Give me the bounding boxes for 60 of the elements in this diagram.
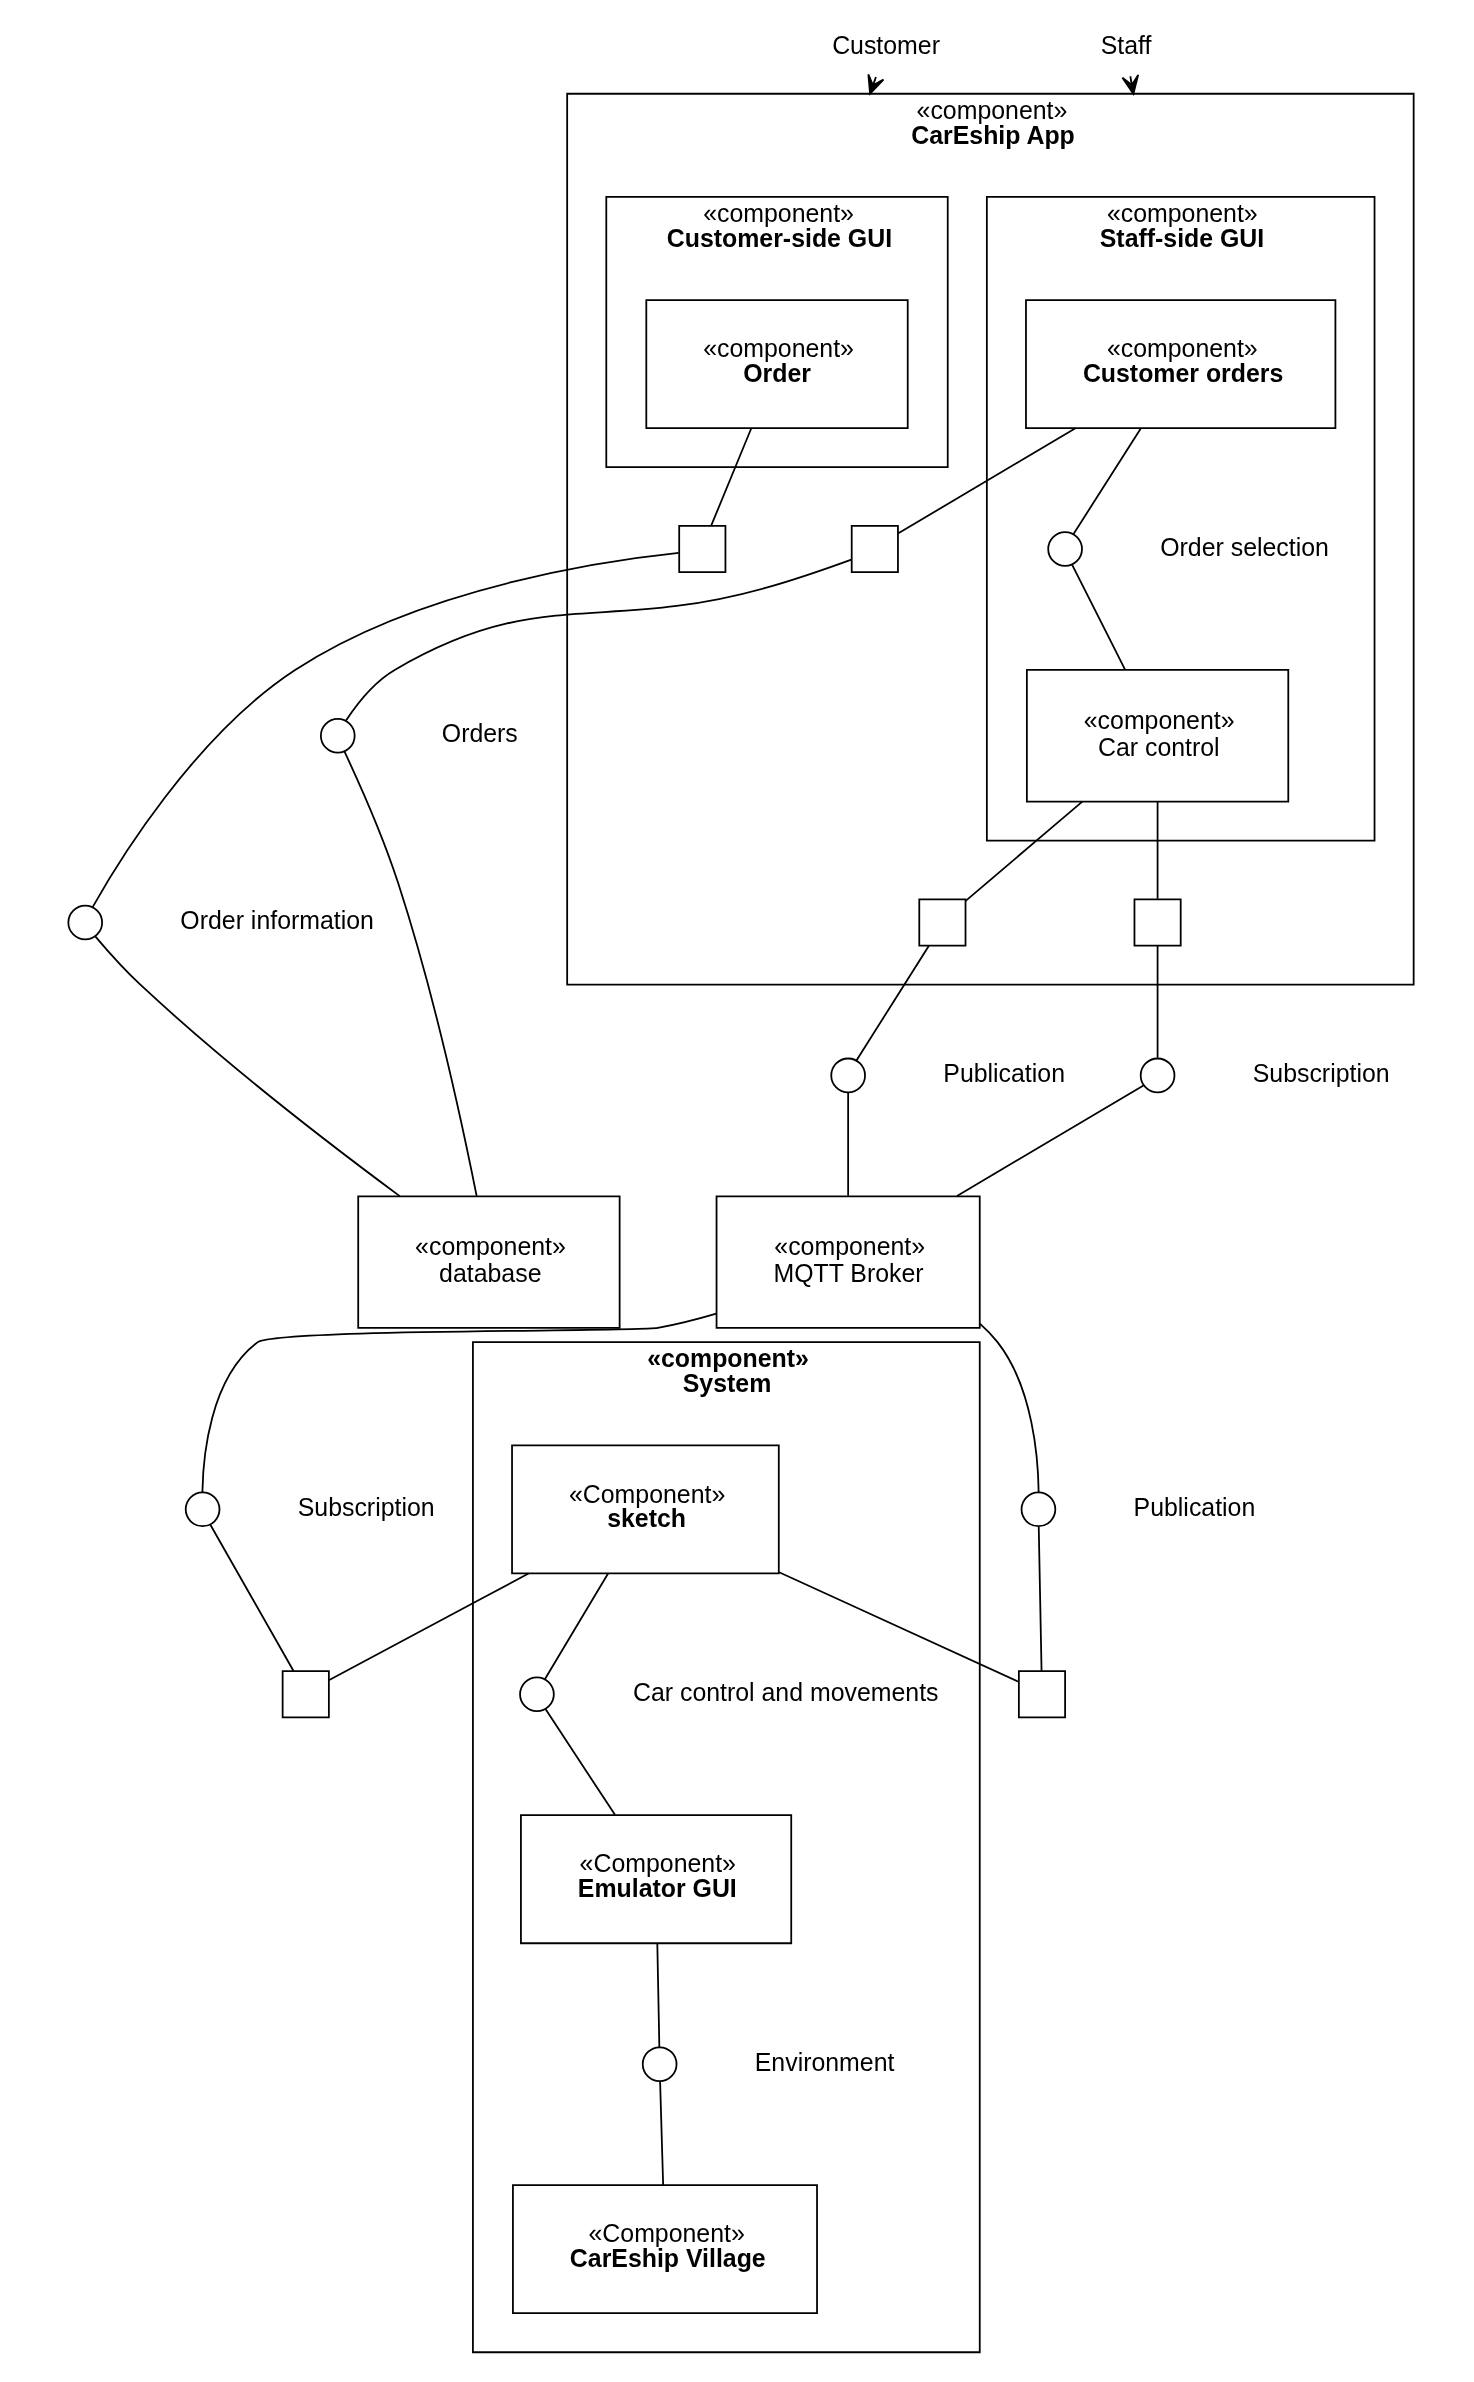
node-circle — [1020, 1491, 1057, 1528]
node-circle — [320, 717, 356, 754]
node-text: Customer — [832, 31, 940, 60]
node-circle — [67, 904, 103, 941]
connector — [1156, 944, 1159, 1059]
connector — [1037, 1525, 1043, 1672]
connector — [659, 2080, 665, 2186]
node-circle — [184, 1491, 221, 1528]
node-box — [850, 525, 899, 574]
connector — [656, 1942, 661, 2048]
node-circle — [1139, 1057, 1176, 1094]
arrow — [1121, 73, 1140, 95]
node-box: «component» MQTT Broker — [715, 1195, 981, 1329]
connector — [1072, 427, 1142, 535]
connector — [343, 750, 478, 1198]
connector — [201, 1312, 718, 1493]
connector — [209, 1523, 295, 1672]
connector — [956, 1084, 1145, 1197]
node-circle — [1047, 531, 1083, 567]
connector — [964, 800, 1084, 902]
node-label: Publication — [1133, 1492, 1256, 1521]
node-box: «Component» CarEship Village — [512, 2184, 818, 2315]
connector — [91, 552, 680, 908]
connector — [897, 427, 1077, 535]
node-label: Order information — [180, 906, 374, 935]
connector — [544, 1572, 609, 1681]
connector — [345, 558, 853, 722]
connector — [778, 1571, 1020, 1683]
arrow — [867, 73, 885, 95]
node-box: «Component» sketch — [511, 1444, 780, 1575]
node-text: Staff — [1100, 31, 1152, 60]
connector — [328, 1572, 530, 1681]
node-label: Environment — [754, 2047, 895, 2076]
node-box: «component» Car control — [1025, 669, 1290, 803]
node-box — [281, 1670, 330, 1719]
node-label: Order selection — [1160, 532, 1329, 561]
node-box — [678, 525, 727, 574]
node-box — [918, 898, 967, 947]
connector — [544, 1708, 616, 1816]
node-label: Orders — [441, 719, 518, 748]
node-label: Subscription — [1252, 1058, 1390, 1087]
connector — [1156, 800, 1159, 900]
node-circle — [641, 2046, 678, 2082]
node-label: Subscription — [297, 1492, 435, 1521]
connector — [94, 935, 401, 1198]
node-label: Car control and movements — [632, 1677, 939, 1706]
node-circle — [830, 1057, 866, 1094]
connector — [710, 427, 753, 527]
node-box: «component» Customer orders — [1025, 299, 1337, 429]
node-box — [1018, 1670, 1066, 1719]
connector — [978, 1322, 1040, 1493]
connector — [855, 944, 930, 1062]
connector — [847, 1091, 850, 1197]
node-label: Publication — [943, 1058, 1065, 1087]
connector — [1071, 563, 1126, 671]
node-box: «component» Order — [645, 299, 909, 429]
node-box: «component» database — [357, 1195, 621, 1329]
node-box — [1133, 898, 1182, 947]
node-box: «Component» Emulator GUI — [520, 1814, 793, 1945]
node-circle — [519, 1676, 555, 1713]
